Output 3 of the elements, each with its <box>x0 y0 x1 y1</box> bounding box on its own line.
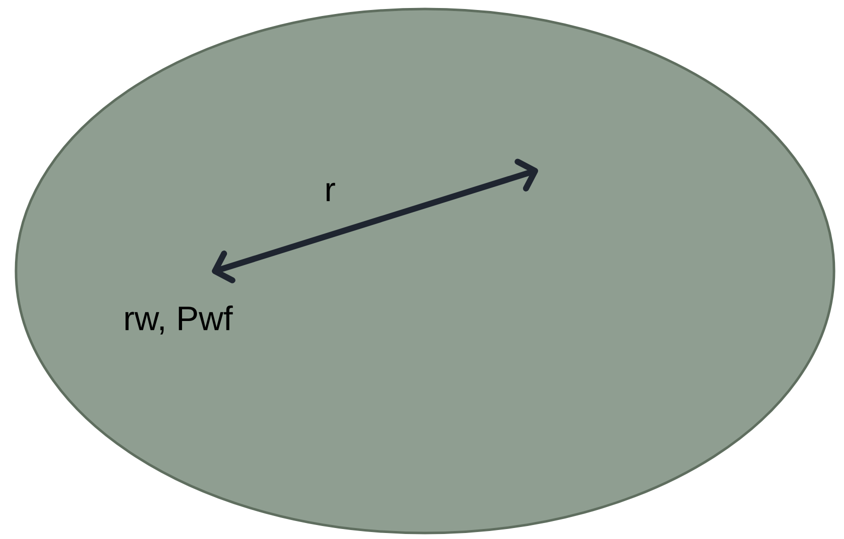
label: r <box>326 182 336 202</box>
reservoir-ellipse <box>14 8 836 534</box>
label: rw, Pwf <box>125 306 233 334</box>
